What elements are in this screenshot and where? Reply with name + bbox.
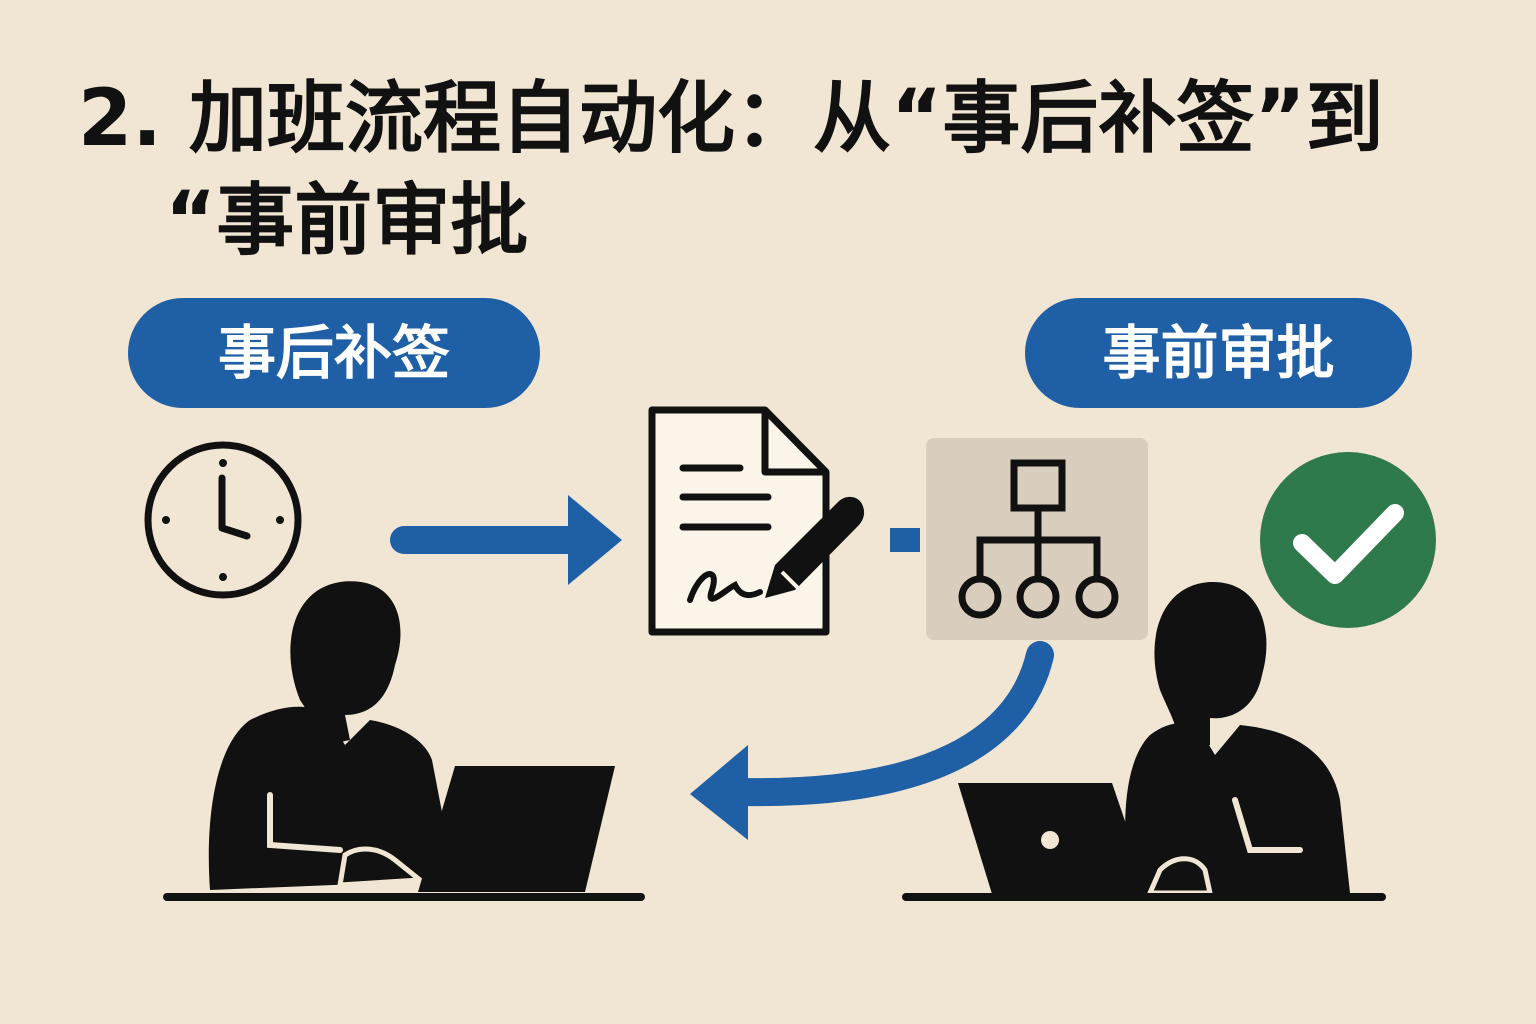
connector-dash <box>890 528 920 552</box>
left-pill-bg <box>128 298 540 408</box>
person-at-laptop-icon <box>902 581 1386 901</box>
pen-icon <box>765 496 865 598</box>
clock-icon <box>144 441 302 599</box>
org-chart-icon <box>926 438 1148 640</box>
left-pill-label: 事后补签 <box>217 319 450 387</box>
page-title-line-2: “事前审批 <box>165 176 529 266</box>
right-pill-label: 事前审批 <box>1102 319 1335 387</box>
curved-arrow-left-icon <box>690 641 1054 840</box>
page-title-line-1: 2. 加班流程自动化：从“事后补签”到 <box>78 74 1384 164</box>
arrow-right-icon <box>390 495 622 585</box>
right-pill-bg <box>1025 298 1412 408</box>
check-circle-icon <box>1260 452 1436 628</box>
signed-document-icon <box>648 406 830 636</box>
person-at-laptop-icon <box>163 581 645 901</box>
